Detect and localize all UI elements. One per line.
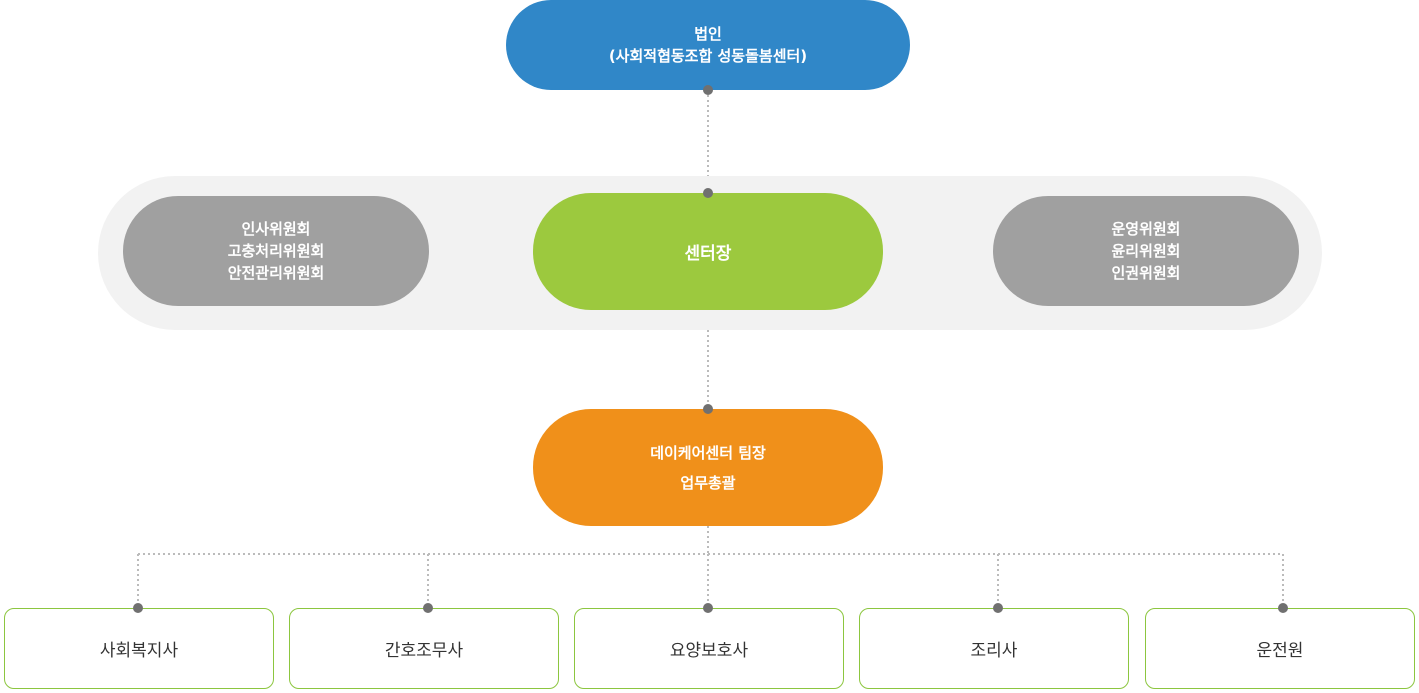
connector-dot <box>703 85 713 95</box>
staff-label: 운전원 <box>1256 641 1304 661</box>
connector-dot <box>423 603 433 613</box>
connector-dot <box>1278 603 1288 613</box>
staff-node-caregiver: 요양보호사 <box>574 608 844 689</box>
staff-node-cook: 조리사 <box>859 608 1129 689</box>
committee-item: 운영위원회 <box>1111 220 1181 238</box>
director-label: 센터장 <box>684 244 732 264</box>
connector-dot <box>703 188 713 198</box>
committee-item: 윤리위원회 <box>1111 242 1181 260</box>
connector-dot <box>993 603 1003 613</box>
staff-node-driver: 운전원 <box>1145 608 1415 689</box>
committee-item: 인권위원회 <box>1111 264 1181 282</box>
staff-label: 사회복지사 <box>99 641 179 661</box>
team-leader-title: 데이케어센터 팀장 <box>650 443 766 462</box>
connector-dot <box>703 404 713 414</box>
left-committees-node: 인사위원회 고충처리위원회 안전관리위원회 <box>123 196 429 306</box>
corporation-subtitle: (사회적협동조합 성동돌봄센터) <box>608 47 808 65</box>
staff-node-nursing-assistant: 간호조무사 <box>289 608 559 689</box>
staff-label: 조리사 <box>970 641 1018 661</box>
connector-dot <box>703 603 713 613</box>
staff-label: 간호조무사 <box>384 641 464 661</box>
committee-item: 안전관리위원회 <box>227 264 325 282</box>
corporation-title: 법인 <box>694 25 722 43</box>
corporation-node: 법인 (사회적협동조합 성동돌봄센터) <box>506 0 910 90</box>
staff-node-social-worker: 사회복지사 <box>4 608 274 689</box>
team-leader-node: 데이케어센터 팀장 업무총괄 <box>533 409 883 526</box>
committee-item: 고충처리위원회 <box>227 242 325 260</box>
team-leader-duty: 업무총괄 <box>680 473 736 492</box>
committee-item: 인사위원회 <box>241 220 311 238</box>
director-node: 센터장 <box>533 193 883 310</box>
connector-dot <box>133 603 143 613</box>
staff-label: 요양보호사 <box>669 641 749 661</box>
right-committees-node: 운영위원회 윤리위원회 인권위원회 <box>993 196 1299 306</box>
